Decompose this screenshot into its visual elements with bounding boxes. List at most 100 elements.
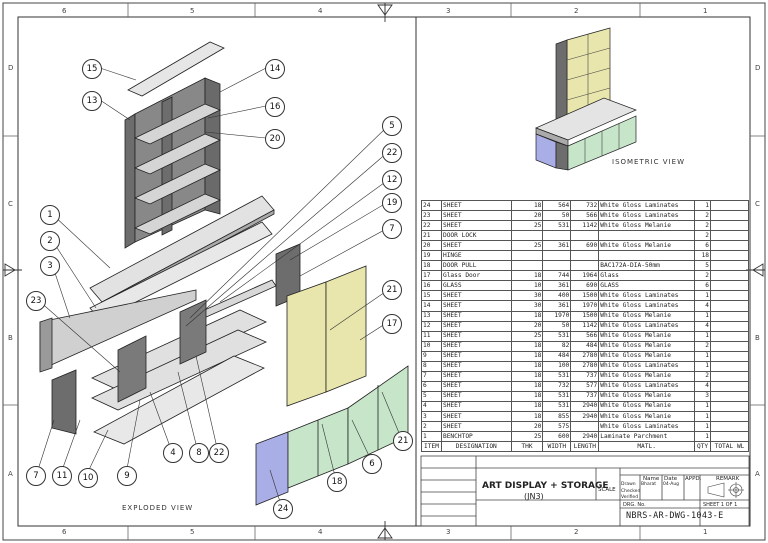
bom-cell [710, 220, 749, 232]
bom-cell: White Gloss Laminates [598, 360, 696, 372]
callout-22-upper: 22 [382, 143, 402, 163]
bom-cell: 30 [510, 300, 544, 312]
drawing-subtitle: (JN3) [524, 492, 544, 501]
bom-cell: 18 [510, 350, 544, 362]
bom-cell: 20 [510, 210, 544, 222]
bom-cell: 8 [421, 360, 442, 372]
bom-cell [510, 260, 544, 272]
bom-cell [710, 340, 749, 352]
bom-cell: 18 [510, 340, 544, 352]
bom-cell: White Gloss Melanie [598, 350, 696, 362]
bom-cell: 16 [421, 280, 442, 292]
bom-cell: 737 [570, 370, 600, 382]
zone-top-4: 4 [318, 7, 323, 15]
bom-cell: SHEET [440, 380, 512, 392]
title-block: ART DISPLAY + STORAGE (JN3) SCALE Name D… [476, 469, 749, 525]
bom-cell [710, 330, 749, 342]
zone-right-D: D [755, 64, 761, 72]
bom-cell [710, 421, 749, 433]
bom-cell: 1 [694, 360, 712, 372]
bom-cell: 2940 [570, 431, 600, 443]
zone-left-A: A [8, 470, 13, 478]
drawn-label: Drawn [621, 482, 636, 487]
bom-cell: 23 [421, 210, 442, 222]
bom-cell: Glass Door [440, 270, 512, 282]
bom-cell [710, 400, 749, 412]
bom-cell [710, 360, 749, 372]
bom-cell: 1 [694, 199, 712, 212]
bom-cell: 18 [421, 260, 442, 272]
bom-cell: 20 [421, 240, 442, 252]
callout-21-upper: 21 [382, 280, 402, 300]
bom-cell: White Gloss Laminates [598, 210, 696, 222]
projection-symbol-icon [707, 482, 744, 498]
callout-7-left: 7 [26, 466, 46, 486]
bom-cell: 24 [421, 199, 442, 212]
bom-cell: 1500 [570, 310, 600, 322]
callout-12: 12 [382, 170, 402, 190]
bom-cell: SHEET [440, 240, 512, 252]
callout-22-lower: 22 [209, 443, 229, 463]
zone-left-B: B [8, 334, 13, 342]
exploded-view [39, 41, 409, 506]
bom-cell: SHEET [440, 421, 512, 433]
callout-18: 18 [327, 472, 347, 492]
bom-cell: 18 [694, 250, 712, 262]
bom-cell: 1 [694, 431, 712, 443]
bom-cell: 4 [421, 400, 442, 412]
bom-cell: SHEET [440, 300, 512, 312]
callout-9: 9 [117, 466, 137, 486]
bom-cell: 2940 [570, 400, 600, 412]
bom-cell: 21 [421, 230, 442, 242]
bom-cell: DOOR PULL [440, 260, 512, 272]
bom-cell: 2 [694, 220, 712, 232]
bom-cell: 25 [510, 330, 544, 342]
bom-cell: GLASS [598, 280, 696, 292]
callout-11: 11 [52, 466, 72, 486]
zone-bottom-1: 1 [703, 528, 708, 536]
bom-cell: 690 [570, 280, 600, 292]
bom-cell: 1500 [570, 290, 600, 302]
bom-cell: White Gloss Melanie [598, 400, 696, 412]
bom-cell: SHEET [440, 390, 512, 402]
zone-left-D: D [8, 64, 14, 72]
bom-cell: BAC172A-DIA-50mm [598, 260, 696, 272]
bom-cell [598, 230, 696, 242]
part-7-side-panel [51, 369, 77, 435]
bom-cell: 1 [694, 330, 712, 342]
bom-cell: 2940 [570, 410, 600, 423]
zone-left-C: C [8, 200, 13, 208]
bom-cell: 566 [570, 330, 600, 342]
bom-cell: SHEET [440, 370, 512, 382]
bom-cell: 484 [542, 350, 572, 362]
bom-cell: 18 [510, 400, 544, 412]
part-17-glass-door-left [286, 281, 327, 407]
bom-cell: SHEET [440, 330, 512, 342]
inner-border [17, 16, 751, 527]
bom-cell: Glass [598, 270, 696, 282]
appd-label: APPD. [685, 476, 702, 482]
bom-cell: 361 [542, 280, 572, 292]
bom-cell: 744 [542, 270, 572, 282]
bom-cell: 1 [694, 410, 712, 423]
bom-cell: 2780 [570, 350, 600, 362]
sheet-number: SHEET 1 OF 1 [703, 502, 738, 508]
zone-top-3: 3 [446, 7, 451, 15]
bom-cell: SHEET [440, 310, 512, 322]
bom-cell: 2 [694, 230, 712, 242]
bom-cell: White Gloss Melanie [598, 220, 696, 232]
bom-cell: 10 [510, 280, 544, 292]
bom-cell: 5 [421, 390, 442, 402]
title-block-grid [420, 455, 750, 527]
bom-cell [510, 230, 544, 242]
callout-24: 24 [273, 499, 293, 519]
bom-header-cell: DESIGNATION [440, 441, 512, 453]
bom-cell [710, 310, 749, 322]
callout-2: 2 [40, 231, 60, 251]
